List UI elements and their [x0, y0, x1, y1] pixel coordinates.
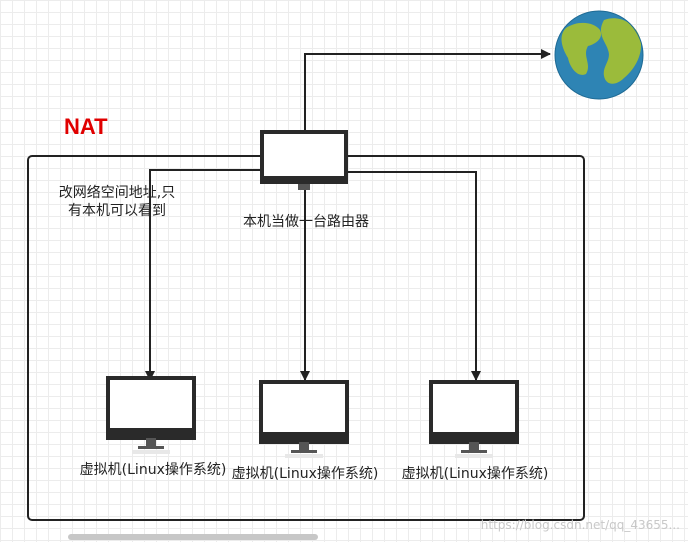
- router-computer-icon: [260, 130, 348, 190]
- diagram-title: NAT: [64, 114, 108, 139]
- connector-router-vm1: [145, 169, 262, 381]
- vm-computer-icon-1: [106, 376, 196, 456]
- vm-label-2: 虚拟机(Linux操作系统): [231, 466, 379, 482]
- globe-icon: [554, 10, 644, 100]
- watermark: https://blog.csdn.net/qq_43655...: [480, 518, 680, 532]
- router-label: 本机当做一台路由器: [243, 214, 369, 230]
- nat-note: 改网络空间地址,只有本机可以看到: [58, 185, 176, 219]
- vm-computer-icon-2: [259, 380, 349, 460]
- horizontal-scrollbar[interactable]: [68, 534, 318, 540]
- connector-router-internet: [304, 49, 551, 132]
- vm-label-1: 虚拟机(Linux操作系统): [79, 462, 227, 478]
- connector-router-vm3: [346, 171, 481, 381]
- vm-computer-icon-3: [429, 380, 519, 460]
- vm-label-3: 虚拟机(Linux操作系统): [401, 466, 549, 482]
